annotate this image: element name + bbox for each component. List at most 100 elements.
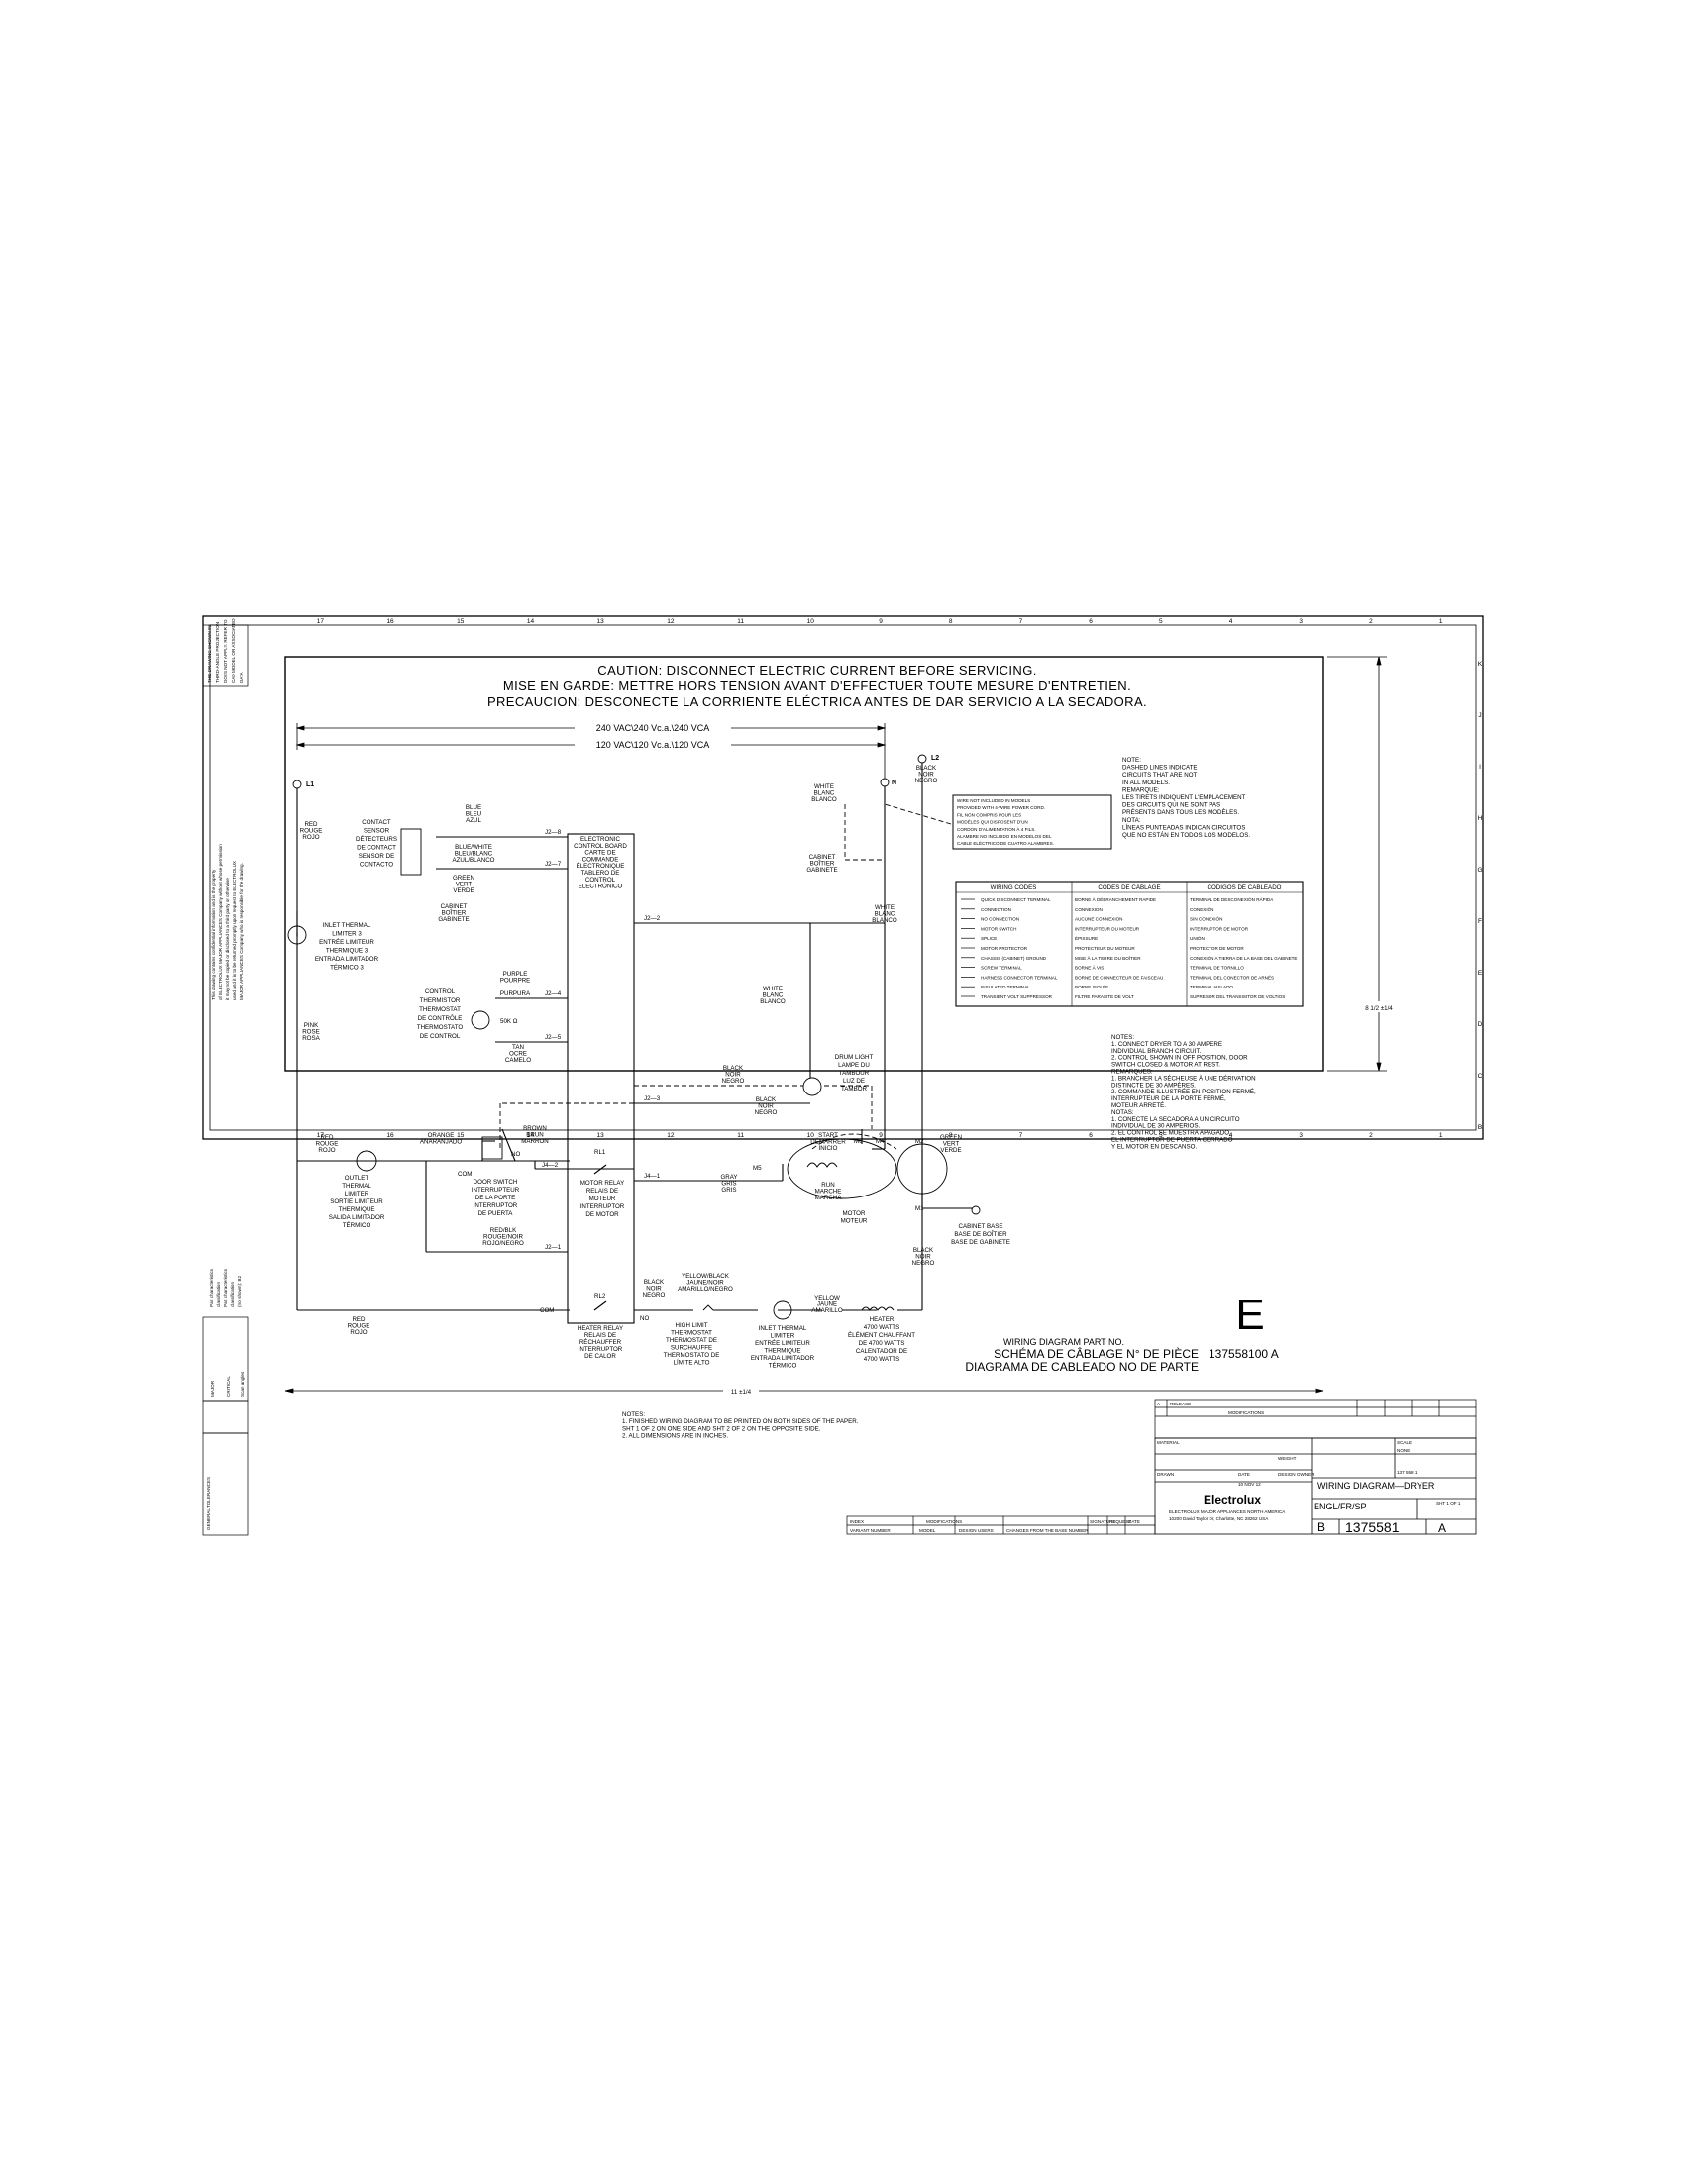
- wire-purpura: PURPURA: [500, 990, 531, 997]
- component-door-switch-line: DOOR SWITCH: [474, 1179, 518, 1186]
- wire-brown-line: MARRON: [521, 1138, 549, 1145]
- component-outlet-limiter-line: TÉRMICO: [343, 1222, 371, 1229]
- wire-labels: REDROUGEROJOBLUEBLEUAZULBLUE/WHITEBLEU/B…: [300, 765, 962, 1336]
- legend-cell: SPLICE: [981, 936, 997, 941]
- notes-right-line: 2. COMMANDE ILLUSTRÉE EN POSITION FERMÉ,: [1111, 1089, 1256, 1095]
- component-high-limit-line: SURCHAUFFE: [671, 1345, 712, 1352]
- title-block: [1154, 1437, 1477, 1535]
- legend-cell: SUPRESOR DEL TRANSISITOR DE VOLTIOS: [1190, 994, 1285, 999]
- legend-cell: SIN CONEXIÓN: [1190, 916, 1222, 922]
- confidential-notice: of ELECTROLUX MAJOR APPLIANCES Company w…: [218, 844, 223, 1000]
- component-heater-line: 4700 WATTS: [864, 1356, 899, 1363]
- legend-cell: INTERRUPTEUR DU MOTEUR: [1075, 926, 1140, 931]
- connector-rl2: RL2: [594, 1293, 606, 1300]
- wire-red3-line: ROUGE: [348, 1323, 370, 1330]
- component-cabinet2-line: GABINETE: [806, 867, 837, 874]
- legend-cell: INTERRUPTOR DE MOTOR: [1190, 926, 1249, 931]
- connector-j4-1: J4—1: [644, 1173, 661, 1180]
- wire-tan-line: CAMELO: [505, 1057, 531, 1064]
- wire-blue-line: BLUE: [466, 804, 481, 811]
- major-label: MAJOR: [210, 1380, 215, 1397]
- dashed-note-line: IN ALL MODELS.: [1122, 780, 1170, 786]
- component-contact-sensor-line: DE CONTACT: [357, 845, 396, 852]
- wire-blue-line: AZUL: [466, 817, 481, 824]
- variant-header-req: REQUEST: [1109, 1519, 1131, 1524]
- component-thermistor-line: CONTROL: [425, 988, 456, 995]
- classification-label: Part characteristics: [223, 1268, 228, 1307]
- notes-right-line: EL INTERRUPTOR DE PUERTA CERRADO: [1111, 1137, 1233, 1144]
- wire-gray-line: GRIS: [721, 1181, 736, 1188]
- variant-header-sig: SIGNATURE: [1090, 1519, 1115, 1524]
- component-high-limit-line: LÍMITE ALTO: [674, 1360, 710, 1367]
- wire-green-motor-line: VERT: [943, 1141, 960, 1148]
- projection-stamp: DOES NOT APPLY. REFER TO: [223, 619, 228, 683]
- legend-cell: BORNE À DÉBRANCHEMENT RAPIDE: [1075, 896, 1156, 902]
- legend-cell: TRANSIENT VOLT SUPPRESSOR: [981, 994, 1053, 999]
- connector-j2-4: J2—4: [545, 990, 562, 997]
- notes-right-line: INTERRUPTEUR DE LA PORTE FERMÉ,: [1111, 1095, 1226, 1102]
- confidential-notice: MAJOR APPLIANCES Company who is responsi…: [239, 863, 244, 1000]
- connector-j2-8: J2—8: [545, 829, 562, 836]
- wire-blue-white-line: AZUL/BLANCO: [453, 857, 495, 864]
- projection-stamp: CAD MODEL OR ASSOCIATED: [231, 618, 236, 683]
- component-start-line: START: [818, 1132, 838, 1139]
- grid-col-label: 17: [317, 1132, 325, 1139]
- component-inlet-limiter3-line: TÉRMICO 3: [330, 965, 364, 972]
- terminal-m6: M6: [854, 1138, 863, 1145]
- legend-cell: SCREW TERMINAL: [981, 966, 1022, 971]
- component-control-board-line: CONTROL: [585, 877, 616, 884]
- grid-col-label: 7: [1019, 618, 1023, 625]
- wire-black-lamp-line: NEGRO: [722, 1078, 745, 1085]
- component-heater-relay-line: RELAIS DE: [584, 1332, 616, 1339]
- scan-angles-label: Scan angles: [240, 1371, 245, 1397]
- connector-j2-2: J2—2: [644, 915, 661, 922]
- wire-black-m1-line: BLACK: [913, 1247, 934, 1254]
- notes-right: NOTES:1. CONNECT DRYER TO A 30 AMPEREIND…: [1111, 1034, 1256, 1150]
- title-scale-value: NONE: [1397, 1448, 1410, 1453]
- notes-right-line: SWITCH CLOSED & MOTOR AT REST.: [1111, 1062, 1220, 1069]
- company-logo: Electrolux: [1204, 1493, 1261, 1507]
- component-heater-line: ÉLÉMENT CHAUFFANT: [848, 1332, 915, 1339]
- grid-col-label: 7: [1019, 1132, 1023, 1139]
- legend-cell: TERMINAL DE DESCONEXIÓN RÁPIDA: [1190, 896, 1274, 902]
- left-margin-boxes: [202, 624, 249, 1536]
- wire-white-lamp-line: WHITE: [763, 986, 783, 992]
- terminal-m5: M5: [753, 1165, 762, 1172]
- caution-english: CAUTION: DISCONNECT ELECTRIC CURRENT BEF…: [597, 663, 1036, 677]
- wire-red-line: RED: [304, 821, 318, 828]
- revision-block: [1154, 1399, 1477, 1439]
- company-sub-2: 10200 David Taylor Dr, Charlotte, NC 282…: [1169, 1516, 1269, 1521]
- component-run-line: MARCHE: [815, 1189, 842, 1196]
- grid-row-label: H: [1478, 815, 1483, 822]
- wire-red-line: ROJO: [302, 834, 319, 841]
- caution-french: MISE EN GARDE: METTRE HORS TENSION AVANT…: [503, 678, 1131, 693]
- title-similar: 137 558 1: [1397, 1470, 1418, 1475]
- wire-orange-line: ANARANJADO: [420, 1139, 462, 1146]
- grid-row-label: C: [1478, 1073, 1483, 1080]
- grid-col-label: 2: [1369, 1132, 1373, 1139]
- wire-yellow-line: JAUNE: [817, 1301, 837, 1308]
- grid-col-label: 12: [667, 618, 675, 625]
- variant-design-label: DESIGN USERS: [959, 1528, 994, 1533]
- drawing-title: WIRING DIAGRAM—DRYER: [1317, 1481, 1435, 1491]
- grid-col-label: 4: [1229, 618, 1233, 625]
- legend-header: CÓDIGOS DE CABLEADO: [1208, 884, 1282, 891]
- wire-white-j2-line: BLANCO: [872, 917, 897, 924]
- component-outlet-limiter-line: SALIDA LIMITADOR: [329, 1214, 385, 1221]
- wire-black-m1-line: NEGRO: [912, 1260, 935, 1267]
- component-run-line: RUN: [821, 1182, 834, 1189]
- component-run-line: MARCHA: [815, 1195, 843, 1201]
- component-thermistor-line: THERMISTOR: [420, 997, 461, 1004]
- component-inlet-limiter-line: TÉRMICO: [769, 1363, 797, 1370]
- wire-white-lamp-line: BLANCO: [760, 998, 786, 1005]
- variant-header-date: DATE: [1128, 1519, 1140, 1524]
- component-inlet-limiter3-line: ENTRÉE LIMITEUR: [319, 939, 374, 946]
- grid-row-label: F: [1478, 918, 1482, 925]
- title-date-label: DATE: [1238, 1472, 1250, 1477]
- wire-red3-line: RED: [352, 1316, 366, 1323]
- title-scale-label: SCALE: [1397, 1440, 1412, 1445]
- dashed-note-line: CIRCUITS THAT ARE NOT: [1122, 772, 1198, 779]
- wire-blue-line: BLEU: [466, 811, 481, 818]
